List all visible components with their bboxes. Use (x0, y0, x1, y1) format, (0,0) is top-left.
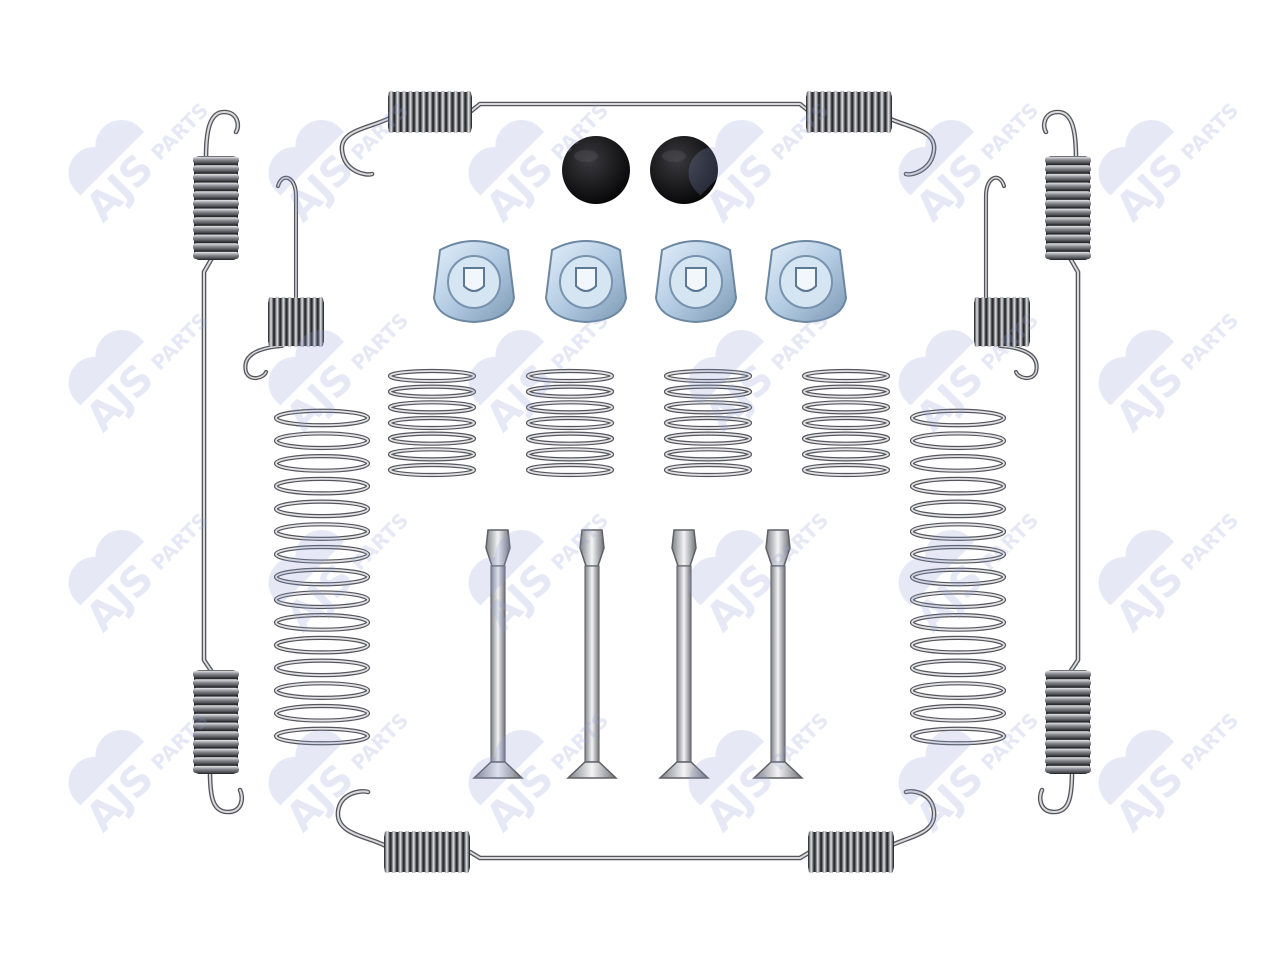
short-spring-3 (663, 368, 753, 478)
retainer-clip-3 (654, 240, 738, 324)
watermark-tag: PARTS (976, 98, 1043, 165)
watermark-tag: PARTS (1176, 708, 1243, 775)
hold-down-pin-3 (658, 529, 710, 779)
hold-down-pin-1 (472, 529, 524, 779)
right-strut-spring (1037, 109, 1091, 815)
right-small-hook-spring (974, 175, 1039, 381)
watermark-tag: PARTS (346, 508, 413, 575)
retainer-clip-1 (432, 240, 516, 324)
watermark-tag: PARTS (1176, 98, 1243, 165)
watermark-tag: PARTS (346, 308, 413, 375)
short-spring-2 (525, 368, 615, 478)
hold-down-pin-2 (566, 529, 618, 779)
watermark-tag: PARTS (146, 98, 213, 165)
rubber-cap-1 (562, 136, 630, 204)
bottom-return-spring-set (335, 789, 937, 873)
right-long-spring (909, 408, 1007, 746)
short-spring-4 (801, 368, 891, 478)
top-return-spring-set (339, 91, 937, 177)
hold-down-pin-4 (752, 529, 804, 779)
watermark-tag: PARTS (976, 508, 1043, 575)
left-long-spring (273, 408, 371, 746)
retainer-clip-2 (544, 240, 628, 324)
left-small-hook-spring (243, 175, 324, 381)
watermark-tag: PARTS (1176, 308, 1243, 375)
short-spring-1 (387, 368, 477, 478)
watermark-tag: PARTS (1176, 508, 1243, 575)
retainer-clip-4 (764, 240, 848, 324)
left-strut-spring (193, 109, 245, 815)
rubber-cap-2 (650, 136, 718, 204)
